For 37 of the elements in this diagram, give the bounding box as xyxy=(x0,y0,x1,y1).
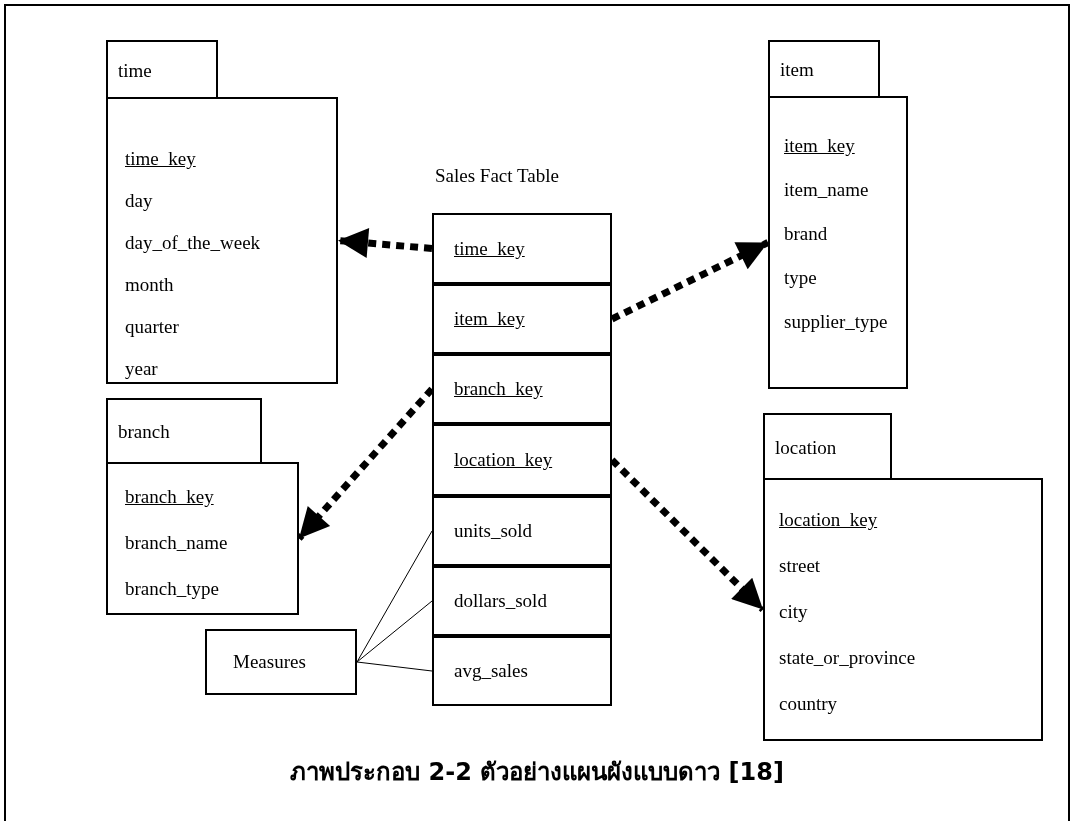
key-cell: item_key xyxy=(432,284,612,354)
caption: ภาพประกอบ 2-2 ตัวอย่างแผนผังแบบดาว [18] xyxy=(290,757,784,788)
field-name: brand xyxy=(784,222,828,246)
table-name-tab: item xyxy=(768,40,880,98)
field-name: branch_name xyxy=(125,531,228,555)
label-box: Measures xyxy=(205,629,357,695)
field-name: year xyxy=(125,357,158,381)
key-cell: location_key xyxy=(432,424,612,496)
table-name-tab: branch xyxy=(106,398,262,464)
field-name: state_or_province xyxy=(779,646,916,670)
key-field: location_key xyxy=(779,497,878,543)
key-field: time_key xyxy=(125,138,196,180)
field-name: quarter xyxy=(125,315,179,339)
measure-cell: units_sold xyxy=(432,496,612,566)
field-name: item_name xyxy=(784,178,869,202)
table-title: Sales Fact Table xyxy=(435,165,559,187)
field-name: day xyxy=(125,189,153,213)
dotted-arrow xyxy=(609,457,766,612)
field-name: month xyxy=(125,273,174,297)
measure-cell: dollars_sold xyxy=(432,566,612,636)
key-cell: branch_key xyxy=(432,354,612,424)
field-name: country xyxy=(779,692,838,716)
field-name: supplier_type xyxy=(784,310,888,334)
key-cell: time_key xyxy=(432,213,612,284)
table-name-tab: time xyxy=(106,40,218,99)
field-name: type xyxy=(784,266,817,290)
field-name: branch_type xyxy=(125,577,219,601)
field-name: street xyxy=(779,554,821,578)
measure-cell: avg_sales xyxy=(432,636,612,706)
table-name-tab: location xyxy=(763,413,892,480)
key-field: item_key xyxy=(784,124,855,168)
connector-line xyxy=(356,661,433,672)
field-name: day_of_the_week xyxy=(125,231,261,255)
connector-line xyxy=(356,600,433,663)
key-field: branch_key xyxy=(125,474,214,520)
dotted-arrow xyxy=(337,228,433,258)
field-name: city xyxy=(779,600,808,624)
